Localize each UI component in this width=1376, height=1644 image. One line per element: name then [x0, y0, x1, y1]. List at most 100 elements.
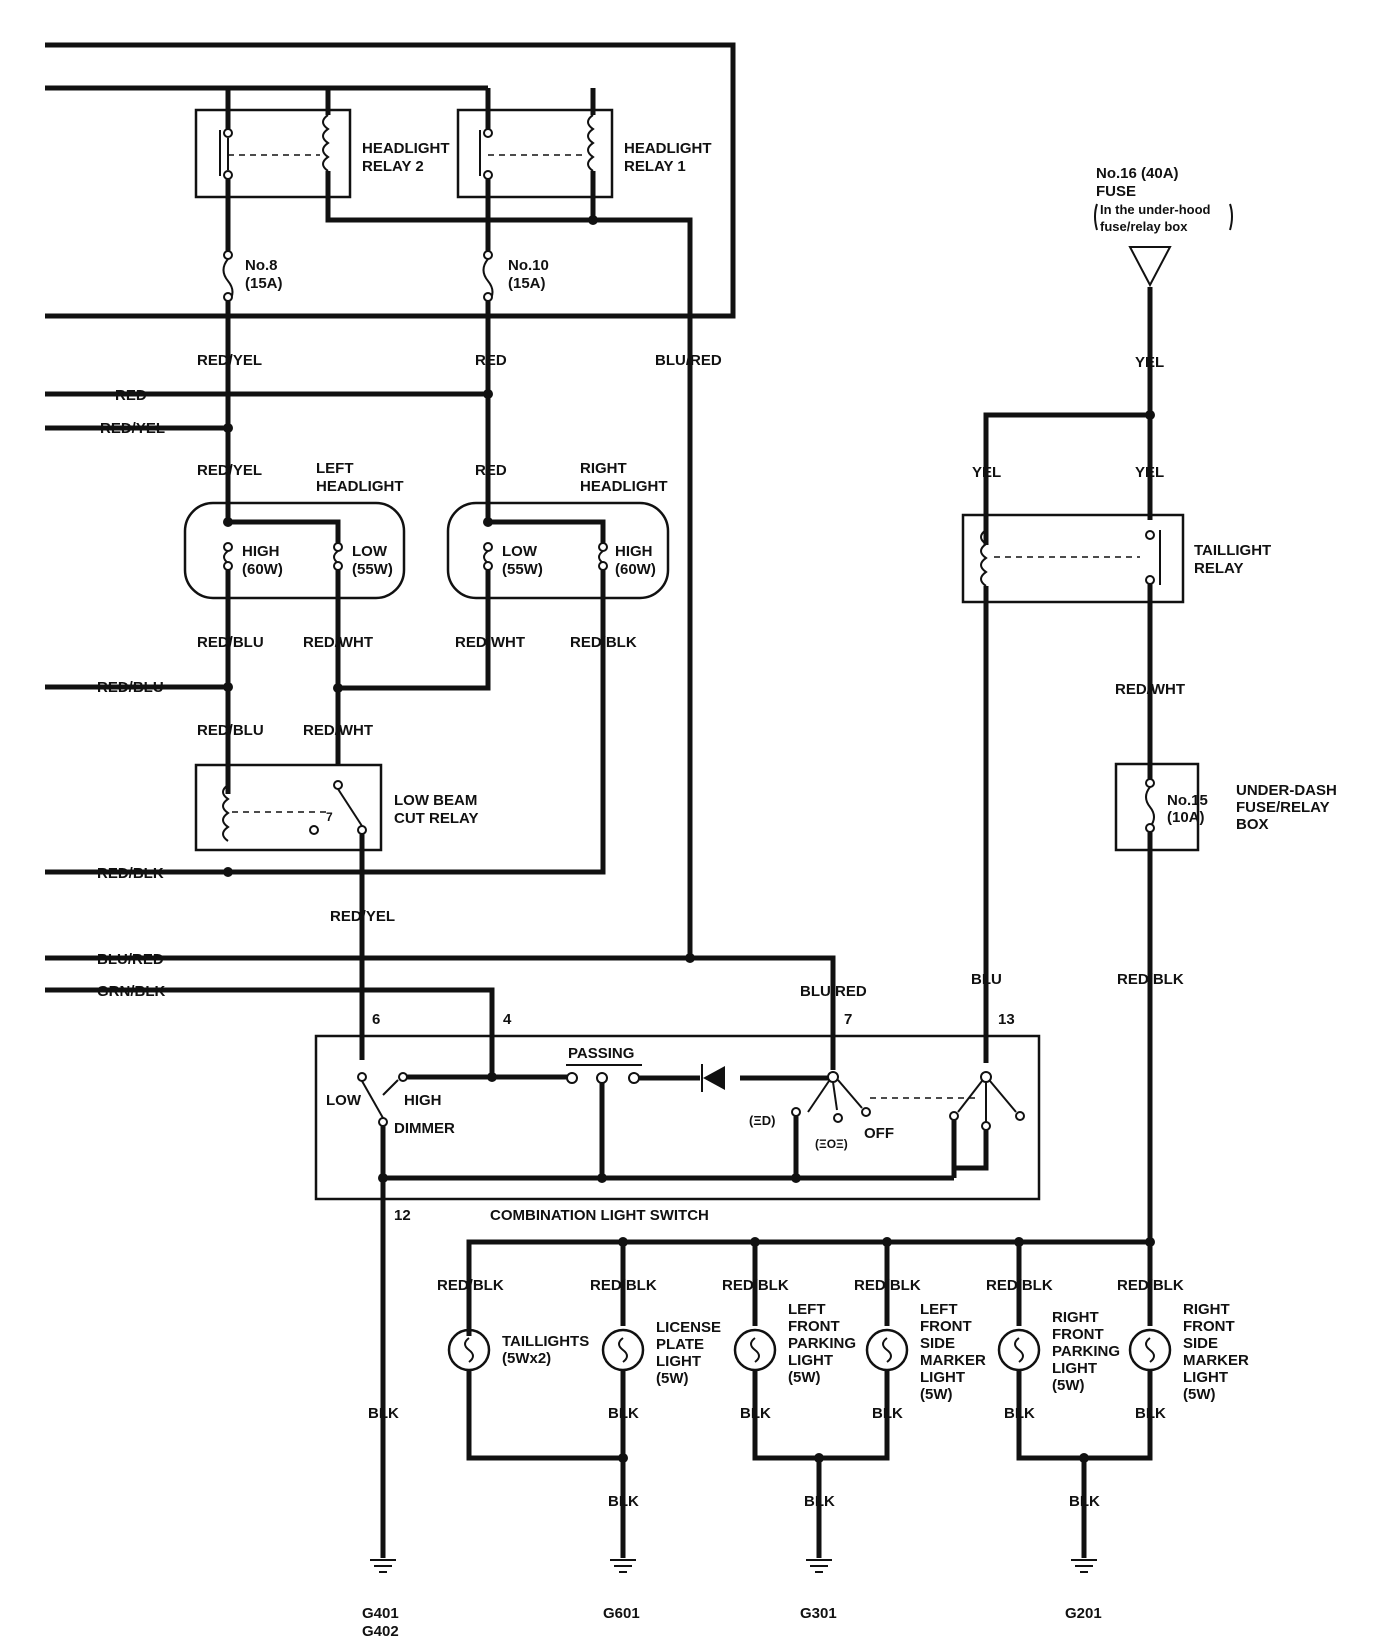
passing-label: PASSING [568, 1045, 634, 1062]
right-high-beam-watt: (60W) [615, 561, 656, 578]
dimmer-high-label: HIGH [404, 1092, 442, 1109]
headlight-relay-2-label-line2: RELAY 2 [362, 158, 424, 175]
left-front-parking-lamp: LEFT FRONT PARKING LIGHT (5W) [733, 1301, 890, 1461]
headlight-relay-2: HEADLIGHT RELAY 2 [194, 88, 593, 255]
taillight-relay: TAILLIGHT RELAY RED/WHT [961, 513, 1271, 1063]
wire-label-yel-2: YEL [972, 464, 1001, 481]
wire-label-blk-1: BLK [368, 1405, 399, 1422]
wire-label-red-blk-6: RED/BLK [722, 1277, 789, 1294]
taillights-label-line1: TAILLIGHTS [502, 1333, 589, 1350]
wire-label-blk-6: BLK [1135, 1405, 1166, 1422]
fuse-no16-label-line3: In the under-hood [1100, 202, 1211, 217]
right-parking-label-line5: (5W) [1052, 1377, 1085, 1394]
wire-label-red-wht-3: RED/WHT [303, 722, 373, 739]
switch-pin-4: 4 [503, 1011, 512, 1028]
wire-label-blk-9: BLK [1069, 1493, 1100, 1510]
low-beam-relay-label-line1: LOW BEAM [394, 792, 477, 809]
wire-label-red-yel-4: RED/YEL [330, 908, 395, 925]
wire-label-blk-8: BLK [804, 1493, 835, 1510]
fuse-no16-label-line4: fuse/relay box [1100, 219, 1188, 234]
left-high-beam-watt: (60W) [242, 561, 283, 578]
headlight-relay-1-label-line2: RELAY 1 [624, 158, 686, 175]
left-low-beam-label: LOW [352, 543, 388, 560]
ground-g301: G301 [800, 1559, 837, 1622]
right-parking-label-line3: PARKING [1052, 1343, 1120, 1360]
left-marker-label-line5: LIGHT [920, 1369, 965, 1386]
left-parking-label-line2: FRONT [788, 1318, 840, 1335]
wire-label-red-wht-2: RED/WHT [455, 634, 525, 651]
license-plate-lamp: LICENSE PLATE LIGHT (5W) [601, 1319, 721, 1558]
wire-label-red-blu-3: RED/BLU [197, 722, 264, 739]
right-parking-label-line4: LIGHT [1052, 1360, 1097, 1377]
license-label-line2: PLATE [656, 1336, 704, 1353]
right-marker-label-line6: (5W) [1183, 1386, 1216, 1403]
right-front-parking-lamp: RIGHT FRONT PARKING LIGHT (5W) [997, 1309, 1153, 1461]
right-marker-label-line3: SIDE [1183, 1335, 1218, 1352]
left-marker-label-line2: FRONT [920, 1318, 972, 1335]
license-label-line1: LICENSE [656, 1319, 721, 1336]
left-headlight: LEFT HEADLIGHT HIGH (60W) LOW (55W) [183, 460, 406, 600]
right-headlight-title-line1: RIGHT [580, 460, 627, 477]
switch-input-wires: BLU/RED GRN/BLK BLU/RED BLU 6 4 7 13 [45, 951, 1015, 1075]
taillight-relay-label-line1: TAILLIGHT [1194, 542, 1271, 559]
wire-label-red-2: RED [115, 387, 147, 404]
fuse-no16-label-line1: No.16 (40A) [1096, 165, 1179, 182]
right-marker-label-line5: LIGHT [1183, 1369, 1228, 1386]
left-parking-label-line3: PARKING [788, 1335, 856, 1352]
wire-label-red-yel-1: RED/YEL [197, 352, 262, 369]
ground-g401: BLK G401 G402 [362, 1178, 399, 1640]
fuse-no10-label: No.10 [508, 257, 549, 274]
left-high-beam-label: HIGH [242, 543, 280, 560]
top-feed-wires [45, 42, 736, 319]
left-parking-label-line4: LIGHT [788, 1352, 833, 1369]
left-headlight-title-line1: LEFT [316, 460, 354, 477]
ground-g601-label: G601 [603, 1605, 640, 1622]
low-beam-cut-relay: 7 LOW BEAM CUT RELAY RED/YEL [194, 763, 478, 1060]
ground-g402-label: G402 [362, 1623, 399, 1640]
wire-label-blk-2: BLK [608, 1405, 639, 1422]
switch-position-park: (ΞOΞ) [815, 1137, 848, 1151]
wire-label-red-blk-7: RED/BLK [854, 1277, 921, 1294]
wire-label-red-wht-4: RED/WHT [1115, 681, 1185, 698]
wire-label-red-blk-4: RED/BLK [437, 1277, 504, 1294]
headlight-output-wires: RED/BLU RED/WHT RED/WHT RED/BLK RED/BLU … [45, 570, 637, 882]
ground-g401-label: G401 [362, 1605, 399, 1622]
right-parking-label-line1: RIGHT [1052, 1309, 1099, 1326]
wire-label-red-yel-3: RED/YEL [197, 462, 262, 479]
wire-label-red-3: RED [475, 462, 507, 479]
fuse-no15-label: No.15 [1167, 792, 1208, 809]
taillights-lamp: TAILLIGHTS (5Wx2) [447, 1328, 623, 1461]
switch-pin-13: 13 [998, 1011, 1015, 1028]
wire-label-red-blk-5: RED/BLK [590, 1277, 657, 1294]
headlight-feed-wires: RED/YEL RED BLU/RED RED RED/YEL RED/YEL … [45, 301, 722, 522]
fuse-no15-rating: (10A) [1167, 809, 1205, 826]
wire-label-yel-1: YEL [1135, 354, 1164, 371]
wire-label-grn-blk: GRN/BLK [97, 983, 165, 1000]
left-marker-label-line3: SIDE [920, 1335, 955, 1352]
wire-label-red-blk-8: RED/BLK [986, 1277, 1053, 1294]
fuse-no8-rating: (15A) [245, 275, 283, 292]
lamp-ground-wires: BLK BLK BLK BLK BLK BLK BLK BLK [608, 1405, 1166, 1558]
fuse-no16: No.16 (40A) FUSE In the under-hood fuse/… [972, 165, 1233, 545]
right-low-beam-label: LOW [502, 543, 538, 560]
wire-label-blu-red-1: BLU/RED [655, 352, 722, 369]
wire-label-red-1: RED [475, 352, 507, 369]
taillight-relay-label-line2: RELAY [1194, 560, 1243, 577]
left-low-beam-watt: (55W) [352, 561, 393, 578]
under-dash-box-label-line1: UNDER-DASH [1236, 782, 1337, 799]
fuse-no16-label-line2: FUSE [1096, 183, 1136, 200]
dimmer-label: DIMMER [394, 1120, 455, 1137]
headlight-relay-1: HEADLIGHT RELAY 1 [456, 88, 712, 958]
wire-label-yel-3: YEL [1135, 464, 1164, 481]
switch-position-hd: (ΞD) [749, 1113, 775, 1128]
combination-light-switch: LOW HIGH DIMMER PASSING (ΞD) (ΞOΞ) OFF [314, 1034, 1041, 1224]
right-marker-label-line1: RIGHT [1183, 1301, 1230, 1318]
fuse-no10-rating: (15A) [508, 275, 546, 292]
switch-pin-12: 12 [394, 1207, 411, 1224]
wire-label-blu: BLU [971, 971, 1002, 988]
wire-label-red-wht-1: RED/WHT [303, 634, 373, 651]
wire-label-blk-7: BLK [608, 1493, 639, 1510]
switch-pin-7: 7 [844, 1011, 852, 1028]
wire-label-blk-3: BLK [740, 1405, 771, 1422]
